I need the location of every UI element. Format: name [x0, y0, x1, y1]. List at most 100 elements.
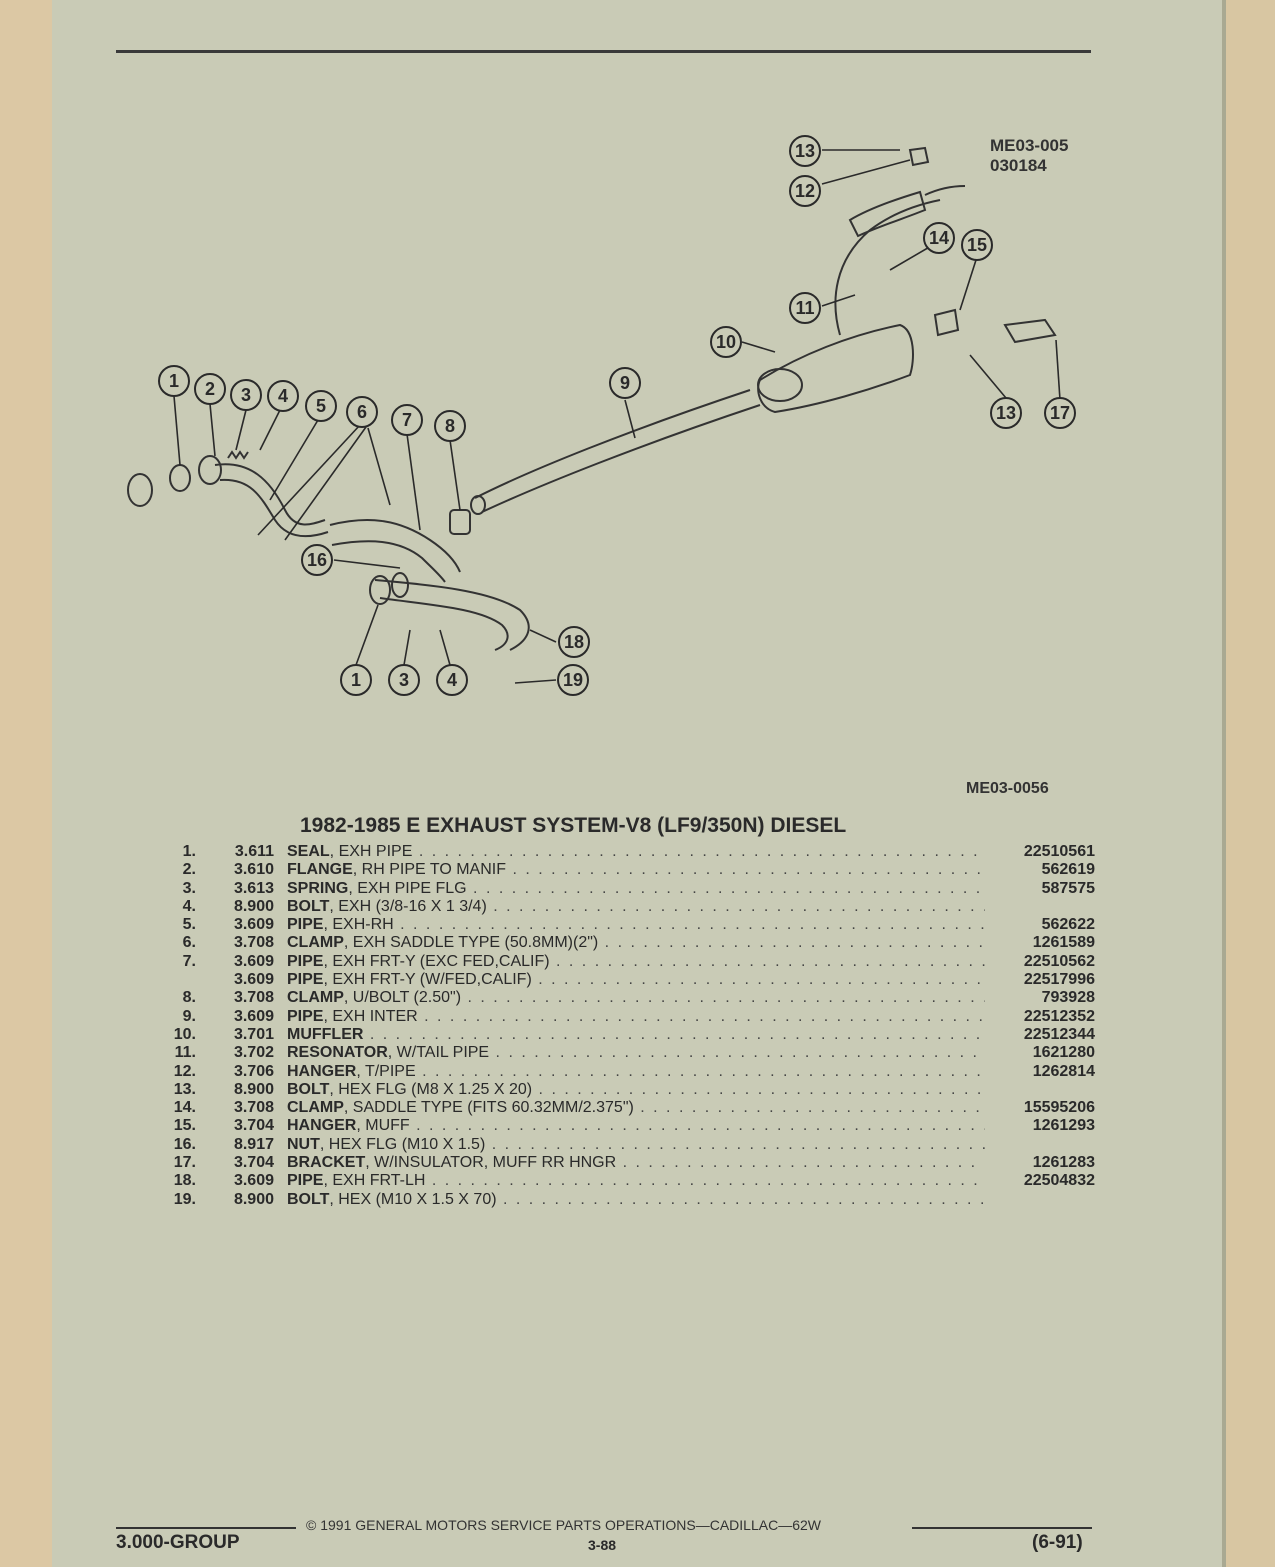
group-number: 3.704 [233, 1154, 274, 1172]
item-detail: , EXH (3/8-16 X 1 3/4) [329, 897, 487, 915]
callout-8: 8 [434, 410, 466, 442]
callout-11: 11 [789, 292, 821, 324]
group-number: 8.917 [233, 1135, 274, 1153]
leader-dots: . . . . . . . . . . . . . . . . . . . . … [369, 1025, 985, 1043]
item-number: 7. [182, 952, 196, 970]
part-number: 22504832 [1023, 1172, 1095, 1190]
leader-dots: . . . . . . . . . . . . . . . . . . . . … [493, 897, 985, 915]
tail-pipe-part [924, 185, 966, 196]
part-number: 15595206 [1023, 1099, 1095, 1117]
item-number: 18. [173, 1172, 196, 1190]
seal-part [169, 464, 191, 492]
footer-date: (6-91) [1032, 1532, 1083, 1553]
item-detail: , EXH PIPE FLG [348, 879, 467, 897]
callout-label-13: 13 [795, 141, 815, 161]
leader-9 [624, 399, 636, 439]
group-number: 3.613 [233, 879, 274, 897]
callout-10: 10 [710, 326, 742, 358]
item-number: 16. [173, 1135, 196, 1153]
callout-label-12: 12 [795, 181, 815, 201]
group-number: 3.704 [233, 1117, 274, 1135]
leader-15 [959, 259, 977, 311]
exhaust-diagram: 1 2 3 4 5 6 7 8 9 10 11 12 13 14 15 13 1… [127, 135, 1076, 696]
callout-13b: 13 [990, 397, 1022, 429]
callout-label-4: 4 [278, 386, 288, 406]
item-name: NUT [287, 1135, 320, 1153]
callout-label-4b: 4 [447, 670, 457, 690]
leader-dots: . . . . . . . . . . . . . . . . . . . . … [604, 934, 985, 952]
leader-2 [209, 403, 216, 457]
callout-label-3b: 3 [399, 670, 409, 690]
muffler-part [757, 323, 914, 414]
item-detail: , HEX FLG (M8 X 1.25 X 20) [329, 1080, 533, 1098]
rear-bracket-part [1003, 318, 1057, 344]
leader-dots: . . . . . . . . . . . . . . . . . . . . … [467, 989, 985, 1007]
callout-label-2: 2 [205, 379, 215, 399]
lh-pipe-part [374, 579, 530, 651]
callout-label-13b: 13 [996, 403, 1016, 423]
part-number: 793928 [1041, 989, 1095, 1007]
group-number: 3.609 [233, 971, 274, 989]
leader-dots: . . . . . . . . . . . . . . . . . . . . … [400, 916, 985, 934]
item-detail: , HEX FLG (M10 X 1.5) [319, 1135, 486, 1153]
leader-11 [821, 294, 856, 307]
part-number: 1261589 [1032, 934, 1095, 952]
item-detail: , SADDLE TYPE (FITS 60.32MM/2.375") [343, 1099, 634, 1117]
leader-3 [235, 409, 247, 451]
item-number: 19. [173, 1190, 196, 1208]
diagram-parts [127, 146, 1057, 651]
group-number: 3.708 [233, 989, 274, 1007]
item-number: 13. [173, 1080, 196, 1098]
leader-dots: . . . . . . . . . . . . . . . . . . . . … [416, 1117, 985, 1135]
leader-4b [439, 629, 451, 666]
callout-9: 9 [609, 367, 641, 399]
callout-1: 1 [158, 365, 190, 397]
item-description: PIPE, EXH FRT-Y (EXC FED,CALIF) . . . . … [287, 953, 985, 971]
part-number: 22512344 [1023, 1025, 1095, 1043]
item-description: PIPE, EXH INTER . . . . . . . . . . . . … [287, 1008, 985, 1026]
item-name: BRACKET [287, 1154, 366, 1172]
lh-pipe-outline [379, 597, 509, 651]
item-name: RESONATOR [287, 1044, 388, 1062]
figure-code: ME03-0056 [966, 780, 1049, 797]
callout-label-18: 18 [564, 632, 584, 652]
group-number: 3.706 [233, 1062, 274, 1080]
group-number: 3.708 [233, 934, 274, 952]
item-description: HANGER, T/PIPE . . . . . . . . . . . . .… [287, 1063, 985, 1081]
tail-hanger-part [908, 146, 930, 167]
item-description: BOLT, HEX (M10 X 1.5 X 70) . . . . . . .… [287, 1191, 985, 1209]
item-description: PIPE, EXH-RH . . . . . . . . . . . . . .… [287, 916, 985, 934]
item-detail: , W/INSULATOR, MUFF RR HNGR [365, 1154, 617, 1172]
rh-pipe-part [214, 463, 326, 526]
callout-label-5: 5 [316, 396, 326, 416]
callout-19: 19 [557, 664, 589, 696]
leader-4 [259, 409, 281, 451]
item-name: HANGER [287, 1062, 357, 1080]
item-name: PIPE [287, 1172, 324, 1190]
leader-1 [173, 395, 181, 466]
item-number: 3. [182, 879, 196, 897]
part-number: 1262814 [1032, 1062, 1095, 1080]
leader-8 [449, 439, 461, 511]
item-number: 10. [173, 1025, 196, 1043]
item-description: SEAL, EXH PIPE . . . . . . . . . . . . .… [287, 843, 985, 861]
leader-dots: . . . . . . . . . . . . . . . . . . . . … [491, 1135, 985, 1153]
part-number: 1261283 [1032, 1154, 1095, 1172]
item-detail: , EXH PIPE [329, 843, 413, 860]
item-detail: , T/PIPE [356, 1062, 416, 1080]
spring-part [227, 450, 249, 460]
parts-row: 16. 8.917 NUT, HEX FLG (M10 X 1.5) . . . .… [160, 1136, 1095, 1154]
item-detail: , EXH INTER [323, 1007, 418, 1025]
footer-group: 3.000-GROUP [116, 1532, 240, 1553]
muffler-hanger-part [933, 308, 960, 337]
group-number: 3.611 [234, 843, 274, 860]
leader-3b [403, 629, 411, 666]
item-number: 11. [174, 1044, 196, 1062]
leader-dots: . . . . . . . . . . . . . . . . . . . . … [622, 1154, 985, 1172]
